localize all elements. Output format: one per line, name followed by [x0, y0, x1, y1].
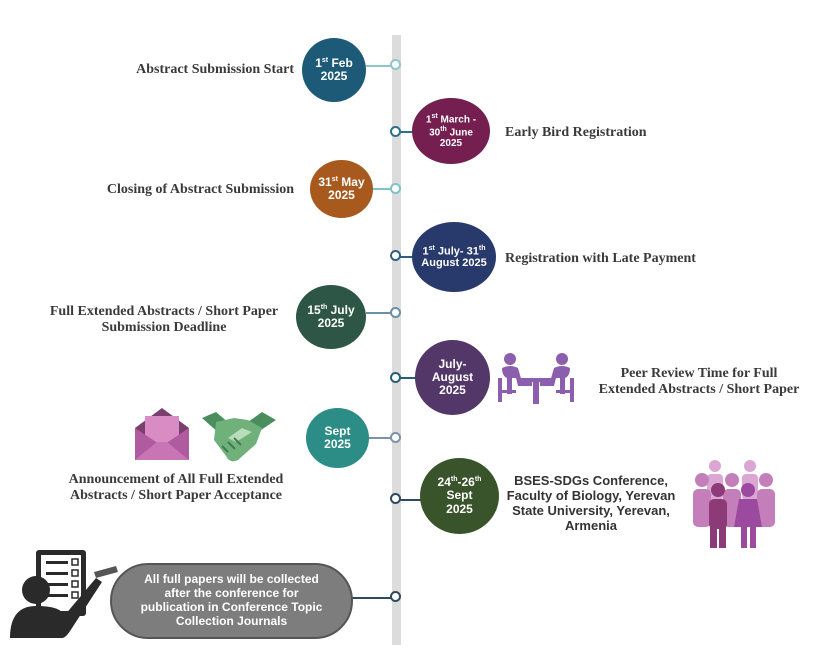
connector-2 [400, 131, 414, 133]
date-circle-6: July- August 2025 [415, 340, 490, 415]
date-circle-4: 1st July- 31th August 2025 [412, 222, 496, 292]
connector-final [352, 597, 392, 599]
date-circle-3: 31st May 2025 [310, 160, 373, 218]
envelope-icon [135, 408, 189, 460]
connector-7 [368, 437, 392, 439]
date-circle-1: 1st Feb 2025 [302, 38, 366, 102]
timeline-node-4 [390, 250, 401, 261]
date-circle-8: 24th-26th Sept 2025 [420, 458, 499, 534]
date-circle-5: 15th July 2025 [296, 285, 366, 349]
timeline-node-2 [390, 126, 401, 137]
checklist-person-icon [10, 550, 118, 638]
connector-4 [400, 256, 414, 258]
event-label-2: Early Bird Registration [505, 125, 647, 140]
date-circle-7: Sept 2025 [306, 408, 369, 468]
timeline-node-6 [390, 372, 401, 383]
timeline-node-5 [390, 307, 401, 318]
handshake-icon [202, 412, 276, 462]
timeline-node-8 [390, 493, 401, 504]
connector-6 [400, 377, 416, 379]
event-label-4: Registration with Late Payment [505, 251, 696, 266]
final-note-box: All full papers will be collected after … [110, 563, 353, 639]
event-label-8: BSES-SDGs Conference,Faculty of Biology,… [506, 473, 676, 533]
timeline-spine [392, 35, 401, 645]
timeline-node-1 [390, 59, 401, 70]
connector-5 [366, 312, 392, 314]
meeting-icon [498, 353, 574, 404]
event-label-3: Closing of Abstract Submission [106, 182, 294, 197]
date-circle-2: 1st March - 30th June 2025 [412, 98, 490, 164]
timeline-node-7 [390, 432, 401, 443]
connector-1 [366, 65, 393, 67]
timeline-node-3 [390, 183, 401, 194]
event-label-1: Abstract Submission Start [136, 62, 294, 77]
connector-8 [400, 499, 422, 501]
people-group-icon [693, 460, 775, 548]
connector-3 [372, 188, 392, 190]
timeline-node-final [390, 591, 401, 602]
